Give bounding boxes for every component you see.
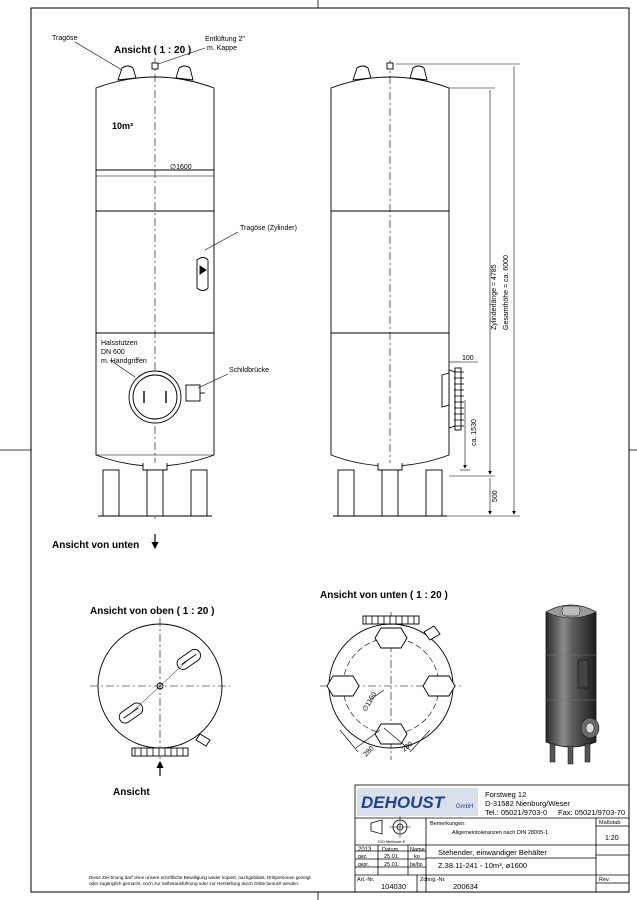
name-header: Name <box>410 847 425 853</box>
front-legs <box>98 469 212 517</box>
checked-date: 25.01. <box>384 862 400 868</box>
company-city: D-31582 Nienburg/Weser <box>485 799 570 808</box>
manhole-label-line2: DN 600 <box>101 349 125 356</box>
dim-500: 500 <box>492 490 499 502</box>
dim-total-height: Gesamthöhe = ca. 6000 <box>503 255 510 330</box>
volume-label: 10m³ <box>112 121 133 131</box>
description-line1: Stehender, einwandiger Behälter <box>438 848 547 857</box>
cylinder-lug <box>196 257 209 291</box>
bottom-view-arrow-label: Ansicht von unten <box>52 540 139 551</box>
description-line2: Z.38.11-241 - 10m³, ø1600 <box>438 861 527 870</box>
drawing-number-label: Zchng.-Nr. <box>420 877 446 883</box>
front-bottom-outlet <box>142 463 168 471</box>
top-view-arrow-label: Ansicht <box>113 787 150 798</box>
article-value: 104030 <box>381 882 406 891</box>
drawn-date: 25.01. <box>384 854 400 860</box>
company-street: Forstweg 12 <box>485 790 526 799</box>
scale-label: Maßstab <box>599 820 620 826</box>
scale-value: 1:20 <box>605 835 619 842</box>
company-suffix: GmbH <box>456 804 473 810</box>
side-manhole-bolts <box>454 371 464 427</box>
copyright-line1: Diese Zeichnung darf ohne unsere schrift… <box>89 875 311 880</box>
bottom-view-title: Ansicht von unten ( 1 : 20 ) <box>320 590 448 601</box>
drawing-number-value: 200634 <box>453 882 478 891</box>
vent-label-line2: m. Kappe <box>207 45 237 52</box>
copyright-line2: oder zugänglich gemacht, noch zur Selbst… <box>89 881 299 886</box>
vent-label-line1: Entlüftung 2" <box>205 36 245 43</box>
front-view <box>74 41 239 550</box>
dim-100: 100 <box>462 355 474 362</box>
drawn-label: gez. <box>358 854 367 860</box>
iso-label: ISO Methode E <box>378 839 406 844</box>
vent-cap <box>151 62 159 70</box>
remarks-label: Bemerkungen: <box>430 821 466 827</box>
top-view-title: Ansicht von oben ( 1 : 20 ) <box>90 606 214 617</box>
tolerance-note: Allgemeintoleranzen nach DIN 28005-1 <box>452 830 548 836</box>
nameplate-label: Schildbrücke <box>229 367 269 374</box>
company-phone: Tel.: 05021/9703-0 <box>485 808 547 817</box>
date-header: Datum <box>382 847 399 853</box>
nameplate-bracket <box>185 384 201 402</box>
dim-1530: ca. 1530 <box>471 419 478 446</box>
dim-cylinder-length: Zylinderlänge = 4785 <box>491 264 498 330</box>
front-view-title: Ansicht ( 1 : 20 ) <box>114 45 191 56</box>
tank-3d-render <box>545 604 600 765</box>
cylinder-lug-label: Tragöse (Zylinder) <box>240 225 297 232</box>
bottom-view-manhole-flange <box>362 615 420 625</box>
bottom-view <box>320 612 462 760</box>
dim-280-left: 280 <box>362 745 375 758</box>
checked-name: be/bo <box>410 862 423 868</box>
lifting-lug-right <box>175 65 194 81</box>
side-view <box>330 60 520 517</box>
lifting-lug-label: Tragöse <box>52 35 78 42</box>
manhole-label-line3: m. Handgriffen <box>101 358 147 365</box>
article-label: Art.-Nr. <box>357 877 375 883</box>
company-logo: DEHOUST <box>361 793 446 812</box>
top-view <box>90 618 230 776</box>
drawn-name: ko <box>414 854 420 860</box>
manhole-flange <box>128 370 182 424</box>
company-fax: Fax: 05021/9703-70 <box>558 808 625 817</box>
drawing-year: 2013 <box>358 847 372 853</box>
diameter-label: ∅1600 <box>170 164 192 171</box>
side-dimensions <box>396 63 520 517</box>
drawing-texts: Ansicht ( 1 : 20 ) Tragöse Entlüftung 2"… <box>52 35 625 891</box>
checked-label: gepr. <box>358 862 369 868</box>
lifting-lug-left <box>117 65 137 81</box>
top-view-manhole-flange <box>131 747 189 757</box>
dim-pcd: ∅1150 <box>362 691 379 713</box>
title-block <box>354 784 630 893</box>
dim-280-right: 280 <box>401 741 415 754</box>
manhole-label-line1: Halsstutzen <box>101 340 138 347</box>
revision-label: Rev. <box>599 877 610 883</box>
